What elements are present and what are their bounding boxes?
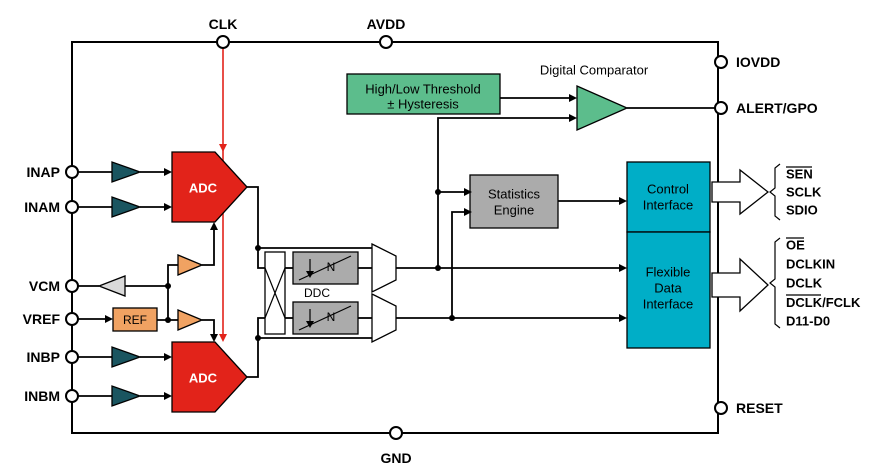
pin-label-inap: INAP xyxy=(27,164,60,180)
inbm-buffer-triangle xyxy=(111,385,142,407)
vcm-buffer-triangle xyxy=(97,275,126,297)
statistics-engine-block xyxy=(469,174,559,229)
comparator-triangle xyxy=(576,85,629,131)
pin-gnd xyxy=(389,426,403,440)
pin-vref xyxy=(65,312,79,326)
ref-block xyxy=(112,307,158,332)
clk-arrowheads xyxy=(219,144,227,342)
signal-label-sclk: SCLK xyxy=(786,185,822,200)
decimator-symbols xyxy=(298,255,352,331)
serial-bracket xyxy=(769,163,781,221)
serial-port-arrow xyxy=(711,168,770,216)
adc-a-label: ADC xyxy=(189,181,218,196)
decimator-bottom-n-label: N xyxy=(327,310,336,324)
pin-label-iovdd: IOVDD xyxy=(736,54,780,70)
pin-label-gnd: GND xyxy=(380,450,411,466)
flex-data-label-line2: Data xyxy=(654,281,682,296)
signal-label-oe: OE xyxy=(786,238,805,253)
pin-label-avdd: AVDD xyxy=(367,16,406,32)
dclk-fclk-overlined-part: DCLK xyxy=(786,295,823,310)
signal-label-dclk-fclk: DCLK/FCLK xyxy=(786,295,861,310)
ref-buffer-top-triangle xyxy=(177,254,204,276)
mux-top xyxy=(371,242,397,294)
pin-label-reset: RESET xyxy=(736,400,783,416)
inbp-buffer-triangle xyxy=(111,346,142,368)
pin-inam xyxy=(65,200,79,214)
signal-label-sen: SEN xyxy=(786,167,813,182)
pin-label-clk: CLK xyxy=(209,16,238,32)
junction-dots xyxy=(165,189,455,341)
signal-label-d11-d0: D11-D0 xyxy=(786,314,830,329)
pin-label-vcm: VCM xyxy=(29,278,60,294)
pin-avdd xyxy=(379,35,393,49)
control-interface-block xyxy=(626,161,711,233)
data-bracket xyxy=(769,237,781,329)
pin-alert-gpo xyxy=(714,101,728,115)
flexible-data-interface-block xyxy=(626,231,711,349)
pin-label-vref: VREF xyxy=(23,311,61,327)
dclk-fclk-plain-part: /FCLK xyxy=(822,295,861,310)
wire-arrowheads xyxy=(105,94,627,400)
control-interface-label-line2: Interface xyxy=(643,198,694,213)
decimator-top-n-label: N xyxy=(327,260,336,274)
adc-a-block xyxy=(171,151,248,223)
pin-circles xyxy=(65,35,728,440)
data-port-arrow xyxy=(711,257,769,313)
pin-vcm xyxy=(65,279,79,293)
pin-label-alert-gpo: ALERT/GPO xyxy=(736,100,818,116)
pin-iovdd xyxy=(714,55,728,69)
threshold-label-line1: High/Low Threshold xyxy=(365,82,480,97)
threshold-block xyxy=(346,73,501,115)
adc-b-label: ADC xyxy=(189,371,218,386)
inap-buffer-triangle xyxy=(111,161,142,183)
flex-data-label-line3: Interface xyxy=(643,297,694,312)
ref-buffer-bottom-triangle xyxy=(177,309,204,331)
flex-data-label-line1: Flexible xyxy=(646,265,691,280)
pin-inbm xyxy=(65,389,79,403)
adc-b-block xyxy=(171,341,248,413)
input-buffers xyxy=(111,161,142,407)
pin-label-inam: INAM xyxy=(24,199,60,215)
pin-clk xyxy=(216,35,230,49)
inam-buffer-triangle xyxy=(111,196,142,218)
signal-label-dclk: DCLK xyxy=(786,276,823,291)
signal-wires xyxy=(78,97,715,397)
statistics-label-line2: Engine xyxy=(494,203,534,218)
mux-bottom xyxy=(371,292,397,344)
digital-comparator-label: Digital Comparator xyxy=(540,63,649,78)
pin-inbp xyxy=(65,350,79,364)
pin-label-inbm: INBM xyxy=(24,388,60,404)
statistics-label-line1: Statistics xyxy=(488,187,541,202)
ref-label: REF xyxy=(123,313,147,327)
signal-label-dclkin: DCLKIN xyxy=(786,257,835,272)
pin-inap xyxy=(65,165,79,179)
threshold-label-line2: ± Hysteresis xyxy=(387,97,459,112)
pin-reset xyxy=(714,401,728,415)
ddc-label: DDC xyxy=(304,286,330,300)
crossbar-x xyxy=(264,267,286,319)
signal-label-sdio: SDIO xyxy=(786,203,818,218)
pin-label-inbp: INBP xyxy=(27,349,60,365)
control-interface-label-line1: Control xyxy=(647,182,689,197)
